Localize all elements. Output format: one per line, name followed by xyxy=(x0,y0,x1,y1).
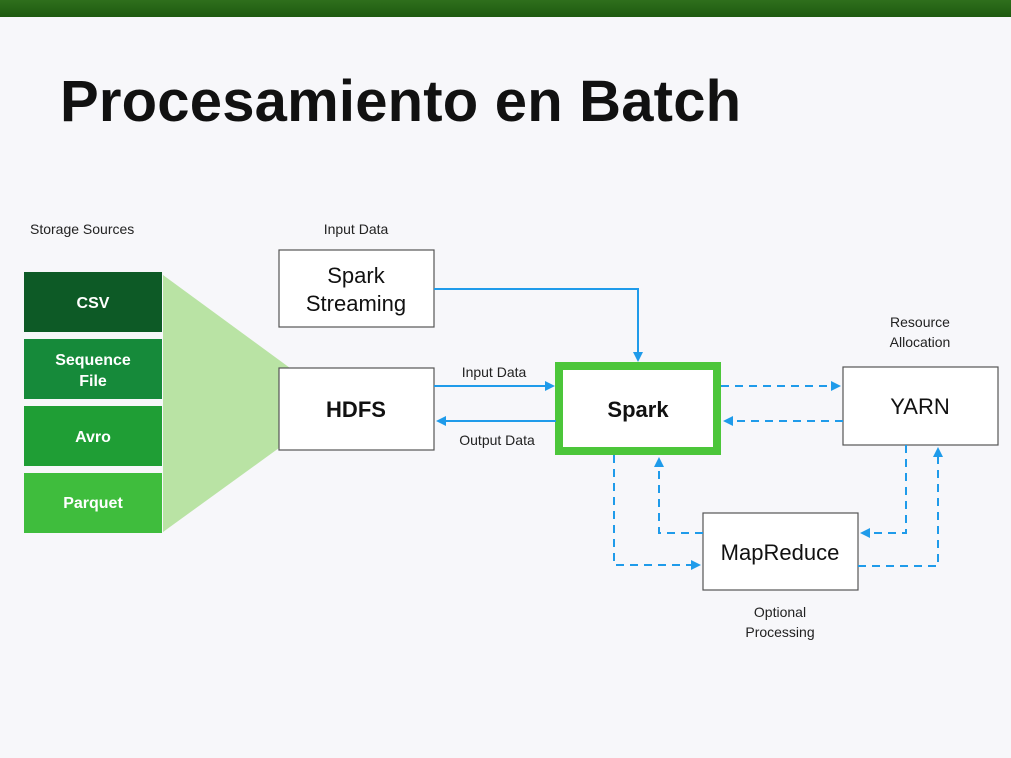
optional-processing-label-line2: Processing xyxy=(745,624,814,640)
storage-item-parquet: Parquet xyxy=(24,473,162,533)
input-data-arrow-label: Input Data xyxy=(462,364,527,380)
input-data-top-label: Input Data xyxy=(324,221,389,237)
yarn-label: YARN xyxy=(890,394,950,419)
optional-processing-label-line1: Optional xyxy=(754,604,806,620)
mapreduce-to-spark-arrow xyxy=(654,457,703,534)
slide-title: Procesamiento en Batch xyxy=(60,69,742,134)
storage-item-csv: CSV xyxy=(24,272,162,332)
yarn-to-mapreduce-arrow xyxy=(860,445,907,538)
mapreduce-label: MapReduce xyxy=(721,540,840,565)
storage-funnel xyxy=(163,275,290,532)
storage-item-avro: Avro xyxy=(24,406,162,466)
streaming-to-spark-arrow xyxy=(434,288,643,362)
spark-streaming-label-line2: Streaming xyxy=(306,291,406,316)
spark-streaming-label-line1: Spark xyxy=(327,263,385,288)
resource-allocation-label-line1: Resource xyxy=(890,314,950,330)
mapreduce-node: MapReduce xyxy=(702,512,859,591)
storage-item-label: Parquet xyxy=(63,495,123,512)
storage-item-label-line2: File xyxy=(79,373,107,390)
storage-item-sequence-file: Sequence File xyxy=(24,339,162,399)
storage-item-label: Sequence xyxy=(55,352,131,369)
spark-streaming-node: Spark Streaming xyxy=(278,249,435,328)
storage-sources-label: Storage Sources xyxy=(30,221,134,237)
storage-item-label: Avro xyxy=(75,429,111,446)
storage-item-label: CSV xyxy=(77,295,110,312)
hdfs-node: HDFS xyxy=(278,367,435,451)
output-data-arrow-label: Output Data xyxy=(459,432,535,448)
spark-node: Spark xyxy=(555,362,721,455)
yarn-node: YARN xyxy=(842,366,999,446)
resource-allocation-label-line2: Allocation xyxy=(890,334,951,350)
hdfs-label: HDFS xyxy=(326,397,386,422)
spark-label: Spark xyxy=(607,397,669,422)
spark-to-mapreduce-arrow xyxy=(613,455,701,570)
mapreduce-to-yarn-arrow xyxy=(858,447,943,567)
top-accent-bar xyxy=(0,0,1011,17)
